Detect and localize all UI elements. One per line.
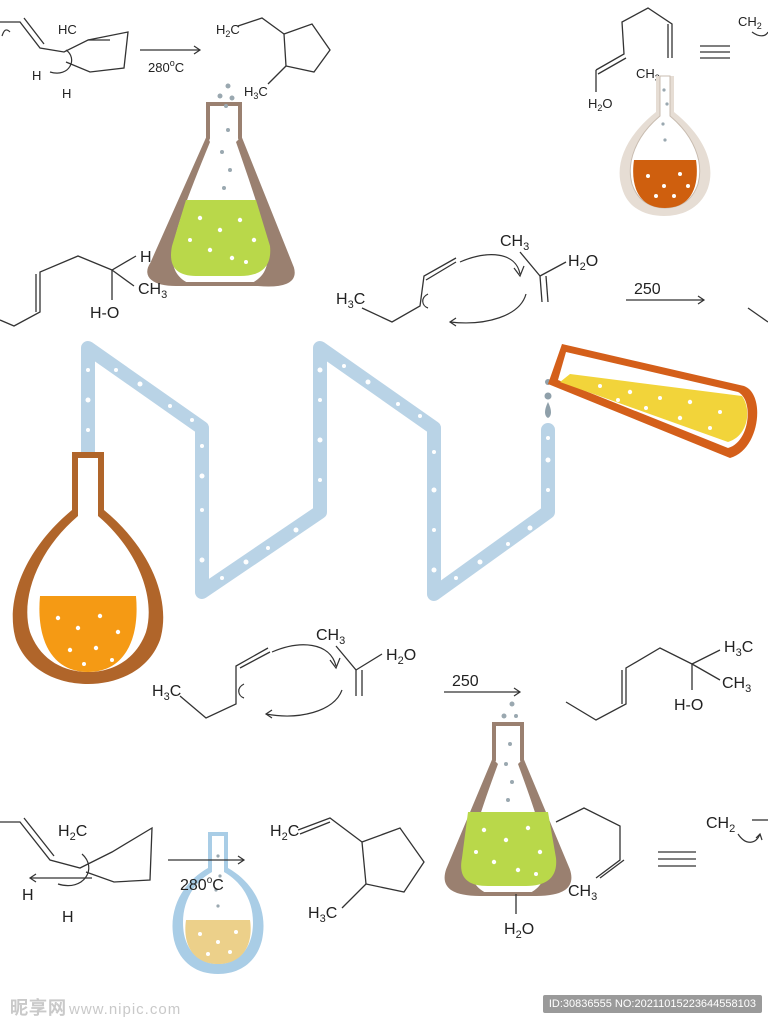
ch3-label: CH3 xyxy=(316,627,345,647)
ch2-label: CH2 xyxy=(706,815,735,835)
ch3-label: CH3 xyxy=(138,281,167,301)
ho-label: H-O xyxy=(674,697,703,714)
h3c-label: H3C xyxy=(152,683,181,703)
test-tube-yellow xyxy=(548,344,758,458)
h2c-label: H2C xyxy=(270,823,299,843)
heptenol-structure-right: H3C CH3 H-O xyxy=(565,639,753,721)
methyl-vinylcyclopentane-bottom: H2C H3C xyxy=(270,817,425,925)
reaction-arrow-250-mid: 250 xyxy=(626,281,706,305)
ch3-label: CH3 xyxy=(500,233,529,253)
reaction-arrow-280-bottom: 280oC xyxy=(168,855,246,894)
round-flask-beige xyxy=(172,832,264,974)
h-label-b: H xyxy=(62,909,74,926)
h2c-label: H2C xyxy=(58,823,87,843)
reaction-arrow-250-lower: 250 xyxy=(444,673,522,697)
watermark-id: ID:30836555 NO:20211015223644558103 xyxy=(542,995,762,1013)
h3c-label: H3C xyxy=(336,291,365,311)
erlenmeyer-flask-green-lower xyxy=(444,701,572,896)
h-label-a: H xyxy=(32,68,41,83)
watermark-url: www.nipic.com xyxy=(69,1001,182,1018)
partial-bond-right-edge xyxy=(747,307,768,323)
heptenol-structure-left: H CH3 H-O xyxy=(0,249,167,327)
watermark-site-name: 昵享网 xyxy=(10,998,67,1018)
reaction-arrow-280-top: 280oC xyxy=(140,45,202,75)
h-label-a: H xyxy=(22,887,34,904)
temp-280-label: 280oC xyxy=(148,58,184,75)
equivalence-sign-bottom xyxy=(658,851,696,867)
vinylcyclohexane-structure-top: HC H H xyxy=(0,17,129,101)
temp-250-label: 250 xyxy=(634,281,661,298)
round-flask-orange xyxy=(12,452,164,684)
h3c-label: H xyxy=(140,249,152,266)
ho-label: H-O xyxy=(90,305,119,322)
ch2-fragment-top-right: CH2 xyxy=(738,14,768,37)
h3c-label: H3C xyxy=(308,905,337,925)
diene-structure-top-right: H2O CH3 xyxy=(588,7,673,113)
h2c-label: H2C xyxy=(216,22,240,39)
diene-structure-bottom: CH3 H2O xyxy=(504,807,625,941)
h3c-label: H3C xyxy=(244,84,268,101)
ch3-label: CH3 xyxy=(722,675,751,695)
cope-rearrangement-structure-mid: H3C CH3 H2O xyxy=(336,233,598,327)
h-label-b: H xyxy=(62,86,71,101)
erlenmeyer-flask-green xyxy=(147,83,295,287)
h3c-label: H3C xyxy=(724,639,753,659)
vinylcyclohexane-structure-bottom: H2C H H xyxy=(0,817,153,926)
h2o-label: H2O xyxy=(386,647,416,667)
temp-250-label: 250 xyxy=(452,673,479,690)
ch2-label: CH2 xyxy=(738,14,762,31)
h2o-label: H2O xyxy=(588,96,613,113)
cope-rearrangement-structure-lower: H3C CH3 H2O xyxy=(152,627,416,719)
ch2-fragment-bottom-right: CH2 xyxy=(706,815,768,843)
temp-280-label: 280oC xyxy=(180,875,224,894)
methyl-vinylcyclopentane-top: H2C H3C xyxy=(216,17,331,101)
round-flask-dark-orange xyxy=(619,75,711,216)
h2o-label: H2O xyxy=(504,921,534,941)
equivalence-sign-top xyxy=(700,45,730,59)
h2o-label: H2O xyxy=(568,253,598,273)
ch3-label: CH3 xyxy=(568,883,597,903)
distillation-tube xyxy=(81,341,555,601)
h2c-label: HC xyxy=(58,22,77,37)
